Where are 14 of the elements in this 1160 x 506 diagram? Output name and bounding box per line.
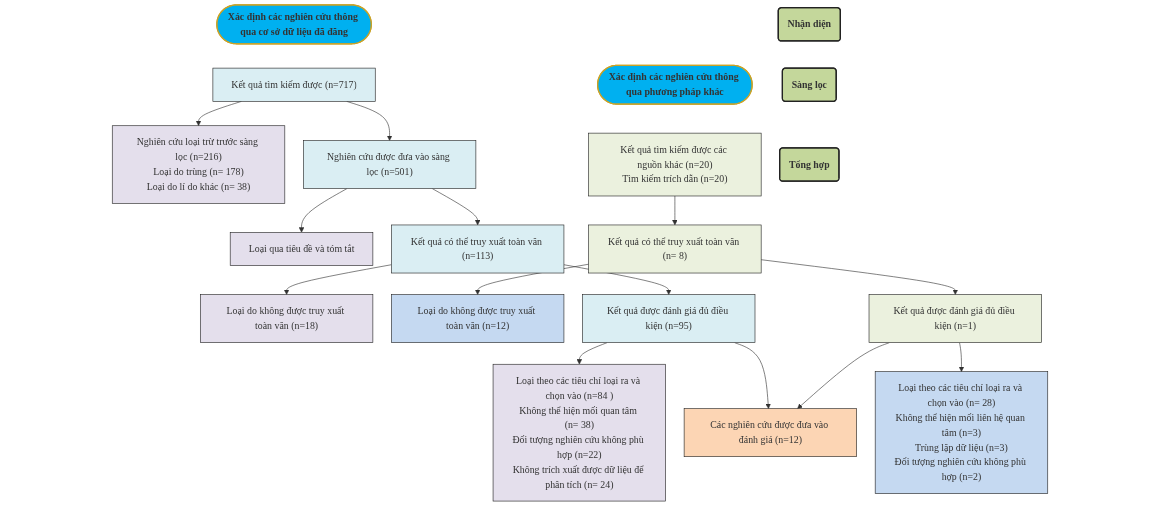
node-box: Kết quả được đánh giá đủ điều kiện (n=1) bbox=[868, 294, 1042, 343]
node-box: Kết quả có thể truy xuất toàn văn (n= 8) bbox=[588, 224, 762, 274]
node-box: Kết quả tìm kiếm được các nguồn khác (n=20) Tìm kiếm trích dẫn (n=20) bbox=[588, 132, 762, 197]
node-box: Nghiên cứu được đưa vào sàng lọc (n=501) bbox=[303, 140, 477, 189]
node-box: Kết quả được đánh giá đủ điều kiện (n=95) bbox=[582, 294, 756, 343]
node-box: Các nghiên cứu được đưa vào đánh giá (n=12) bbox=[683, 408, 857, 457]
node-box: Loại do không được truy xuất toàn văn (n=18) bbox=[200, 294, 374, 343]
node-box: Loại qua tiêu đề và tóm tắt bbox=[229, 232, 374, 266]
node-box: Loại do không được truy xuất toàn văn (n=12) bbox=[391, 294, 565, 343]
node-box: Kết quả tìm kiếm được (n=717) bbox=[212, 67, 376, 102]
node-box: Loại theo các tiêu chí loại ra và chọn vào (n=84 ) Không thể hiện mối quan tâm (n= 38) Đối tượng nghiên cứu không phù hợp (n=22) Không trích xuất được dữ liệu để phân tích (n= 24) bbox=[492, 363, 666, 502]
node-box: Kết quả có thể truy xuất toàn văn (n=113) bbox=[391, 224, 565, 274]
node-box: Loại theo các tiêu chí loại ra và chọn vào (n= 28) Không thể hiện mối liên hệ quan tâm (n=3) Trùng lặp dữ liệu (n=3) Đối tượng nghiên cứu không phù hợp (n=2) bbox=[874, 371, 1049, 494]
node-box: Nghiên cứu loại trừ trước sàng lọc (n=216) Loại do trùng (n= 178) Loại do lí do khác (n= 38) bbox=[111, 125, 286, 204]
